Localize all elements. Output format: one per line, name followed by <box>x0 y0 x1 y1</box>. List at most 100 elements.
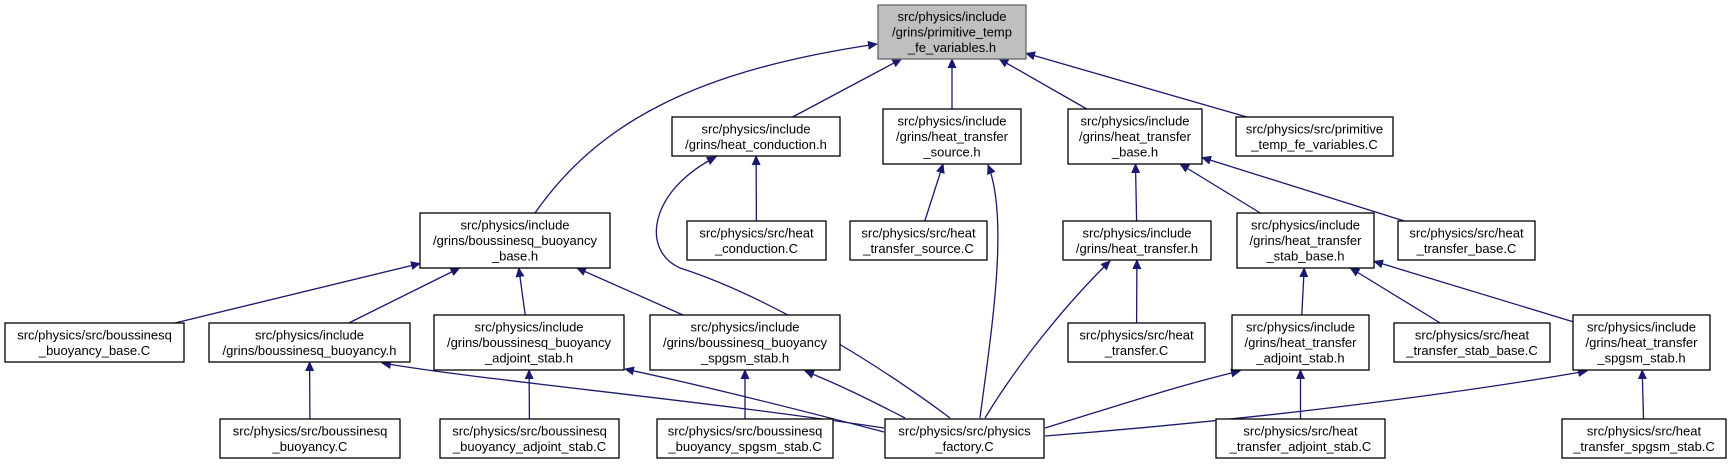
node-boussinesq-buoyancy-adjoint-stab-C[interactable]: src/physics/src/boussinesq_buoyancy_adjo… <box>439 418 620 459</box>
node-heat-transfer-C[interactable]: src/physics/src/heat_transfer.C <box>1067 322 1206 363</box>
node-box <box>686 220 827 261</box>
edge-layer <box>174 40 1647 437</box>
node-box <box>1215 418 1386 459</box>
node-box <box>4 322 185 363</box>
node-label-line: _transfer_stab_base.C <box>1405 343 1538 358</box>
edge-physics-factory-C-to-heat-transfer-h <box>984 260 1111 419</box>
node-box <box>671 116 841 157</box>
node-box <box>877 4 1027 60</box>
node-boussinesq-buoyancy-C[interactable]: src/physics/src/boussinesq_buoyancy.C <box>219 418 401 459</box>
node-boussinesq-buoyancy-base-h[interactable]: src/physics/include/grins/boussinesq_buo… <box>419 212 611 269</box>
node-label-line: src/physics/include <box>690 320 799 335</box>
edge-physics-factory-C-to-boussinesq-buoyancy-adjoint-stab-h <box>624 366 885 433</box>
node-primitive-temp-fe-variables-C[interactable]: src/physics/src/primitive_temp_fe_variab… <box>1235 116 1394 157</box>
node-label-line: src/physics/include <box>1080 114 1189 129</box>
edge-heat-transfer-stab-base-h-to-heat-transfer-base-h <box>1179 163 1261 214</box>
node-label-line: src/physics/include <box>897 9 1006 24</box>
node-label-line: _temp_fe_variables.C <box>1250 137 1377 152</box>
node-label-line: _base.h <box>1111 145 1158 160</box>
node-box <box>849 220 988 261</box>
edge-physics-factory-C-to-heat-transfer-spgsm-stab-h <box>1044 368 1588 437</box>
node-heat-transfer-base-h[interactable]: src/physics/include/grins/heat_transfer_… <box>1067 108 1203 165</box>
edge-physics-factory-C-to-heat-conduction-h <box>655 156 951 419</box>
node-box <box>1236 212 1375 269</box>
node-root[interactable]: src/physics/include/grins/primitive_temp… <box>877 4 1027 60</box>
node-label-line: _buoyancy_adjoint_stab.C <box>452 439 606 454</box>
node-label-line: /grins/heat_transfer.h <box>1076 241 1198 256</box>
node-heat-conduction-h[interactable]: src/physics/include/grins/heat_conductio… <box>671 116 841 157</box>
node-label-line: _factory.C <box>934 439 993 454</box>
node-label-line: _conduction.C <box>714 241 798 256</box>
node-label-line: src/physics/src/heat <box>1587 423 1702 438</box>
node-label-line: src/physics/include <box>460 218 569 233</box>
node-label-line: src/physics/include <box>1082 225 1191 240</box>
node-label-line: src/physics/src/heat <box>699 225 814 240</box>
node-box <box>1397 220 1536 261</box>
node-label-line: /grins/boussinesq_buoyancy <box>433 233 598 248</box>
node-boussinesq-buoyancy-adjoint-stab-h[interactable]: src/physics/include/grins/boussinesq_buo… <box>433 314 625 371</box>
node-label-line: src/physics/src/boussinesq <box>452 423 607 438</box>
node-heat-transfer-source-C[interactable]: src/physics/src/heat_transfer_source.C <box>849 220 988 261</box>
node-heat-transfer-adjoint-stab-h[interactable]: src/physics/include/grins/heat_transfer_… <box>1231 314 1370 371</box>
node-label-line: src/physics/src/boussinesq <box>17 327 172 342</box>
node-box <box>1235 116 1394 157</box>
node-physics-factory-C[interactable]: src/physics/src/physics_factory.C <box>884 418 1045 459</box>
node-label-line: src/physics/include <box>1246 320 1355 335</box>
node-label-line: src/physics/src/physics <box>898 423 1031 438</box>
node-box <box>208 322 411 363</box>
node-box <box>1062 220 1212 261</box>
node-box <box>419 212 611 269</box>
edge-heat-transfer-base-C-to-heat-transfer-base-h <box>1201 155 1405 222</box>
node-label-line: src/physics/include <box>1587 320 1696 335</box>
node-label-line: src/physics/include <box>1251 218 1360 233</box>
node-label-line: src/physics/src/boussinesq <box>233 423 388 438</box>
node-label-line: src/physics/src/primitive <box>1246 121 1383 136</box>
node-label-line: src/physics/src/heat <box>1079 327 1194 342</box>
edge-boussinesq-buoyancy-base-C-to-boussinesq-buoyancy-base-h <box>174 261 421 324</box>
node-boussinesq-buoyancy-spgsm-stab-h[interactable]: src/physics/include/grins/boussinesq_buo… <box>649 314 841 371</box>
edge-heat-transfer-adjoint-stab-h-to-heat-transfer-stab-base-h <box>1299 267 1309 316</box>
node-box <box>1393 322 1551 363</box>
node-boussinesq-buoyancy-h[interactable]: src/physics/include/grins/boussinesq_buo… <box>208 322 411 363</box>
edge-heat-transfer-spgsm-stab-C-to-heat-transfer-spgsm-stab-h <box>1637 369 1647 420</box>
node-box <box>1561 418 1727 459</box>
edge-boussinesq-buoyancy-h-to-boussinesq-buoyancy-base-h <box>348 267 461 324</box>
node-heat-transfer-adjoint-stab-C[interactable]: src/physics/src/heat_transfer_adjoint_st… <box>1215 418 1386 459</box>
edge-physics-factory-C-to-boussinesq-buoyancy-h <box>381 360 885 429</box>
node-label-line: _stab_base.h <box>1265 249 1344 264</box>
node-label-line: _transfer_spgsm_stab.C <box>1572 439 1715 454</box>
node-label-line: _source.h <box>922 145 980 160</box>
node-label-line: src/physics/src/boussinesq <box>668 423 823 438</box>
node-label-line: _adjoint_stab.h <box>1255 351 1344 366</box>
node-boussinesq-buoyancy-spgsm-stab-C[interactable]: src/physics/src/boussinesq_buoyancy_spgs… <box>656 418 834 459</box>
node-label-line: src/physics/include <box>897 114 1006 129</box>
node-box <box>649 314 841 371</box>
node-label-line: _transfer_source.C <box>862 241 974 256</box>
node-label-line: /grins/heat_transfer <box>1585 335 1698 350</box>
edge-heat-conduction-h-to-root <box>792 58 903 118</box>
node-label-line: _transfer.C <box>1104 343 1169 358</box>
node-box <box>1231 314 1370 371</box>
node-heat-transfer-spgsm-stab-C[interactable]: src/physics/src/heat_transfer_spgsm_stab… <box>1561 418 1727 459</box>
node-label-line: _spgsm_stab.h <box>700 351 789 366</box>
node-heat-transfer-stab-base-h[interactable]: src/physics/include/grins/heat_transfer_… <box>1236 212 1375 269</box>
node-heat-transfer-source-h[interactable]: src/physics/include/grins/heat_transfer_… <box>882 108 1022 165</box>
node-label-line: /grins/heat_transfer <box>896 129 1009 144</box>
node-boussinesq-buoyancy-base-C[interactable]: src/physics/src/boussinesq_buoyancy_base… <box>4 322 185 363</box>
edge-boussinesq-buoyancy-base-h-to-root <box>534 40 878 214</box>
node-label-line: _fe_variables.h <box>907 40 996 55</box>
node-label-line: _transfer_base.C <box>1416 241 1517 256</box>
edge-physics-factory-C-to-heat-transfer-adjoint-stab-h <box>1044 368 1241 429</box>
node-heat-transfer-base-C[interactable]: src/physics/src/heat_transfer_base.C <box>1397 220 1536 261</box>
edge-physics-factory-C-to-boussinesq-buoyancy-spgsm-stab-h <box>804 370 906 419</box>
node-heat-conduction-C[interactable]: src/physics/src/heat_conduction.C <box>686 220 827 261</box>
node-label-line: src/physics/src/heat <box>861 225 976 240</box>
node-heat-transfer-h[interactable]: src/physics/include/grins/heat_transfer.… <box>1062 220 1212 261</box>
node-box <box>439 418 620 459</box>
node-heat-transfer-stab-base-C[interactable]: src/physics/src/heat_transfer_stab_base.… <box>1393 322 1551 363</box>
node-label-line: _base.h <box>491 249 538 264</box>
node-heat-transfer-spgsm-stab-h[interactable]: src/physics/include/grins/heat_transfer_… <box>1572 314 1711 371</box>
node-box <box>433 314 625 371</box>
edge-heat-transfer-h-to-heat-transfer-base-h <box>1131 163 1141 222</box>
